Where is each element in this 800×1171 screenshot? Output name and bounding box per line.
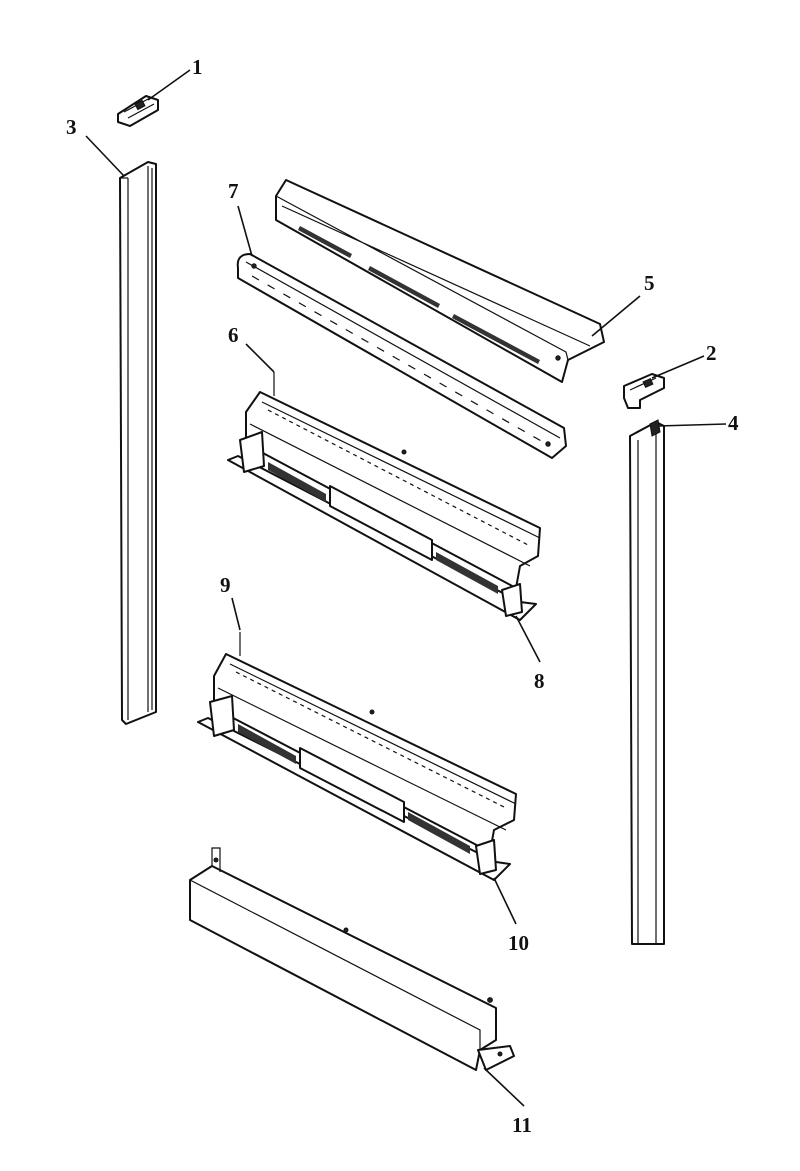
part-7-perforated-rail	[236, 253, 567, 459]
callout-5: 5	[644, 271, 655, 295]
leader-8	[515, 615, 541, 663]
part-6-8-upper-shelf-assembly	[227, 372, 541, 621]
leader-10	[493, 877, 517, 925]
callout-1: 1	[192, 55, 203, 79]
leader-2	[651, 355, 705, 379]
leader-5	[591, 295, 641, 337]
part-1-clip	[117, 95, 159, 127]
callout-labels: 1 2 3 4 5 6 7 8 9 10 11	[66, 55, 739, 1137]
callout-6: 6	[228, 323, 239, 347]
leader-lines	[85, 69, 727, 1107]
callout-10: 10	[508, 931, 529, 955]
leader-11	[483, 1067, 525, 1107]
callout-4: 4	[728, 411, 739, 435]
callout-9: 9	[220, 573, 231, 597]
leader-1	[147, 69, 191, 101]
leader-7	[237, 205, 253, 257]
part-4-right-trim-strip	[629, 419, 665, 945]
leader-4	[657, 423, 727, 427]
leader-6	[245, 343, 275, 373]
callout-3: 3	[66, 115, 77, 139]
part-11-bottom-channel	[189, 847, 515, 1071]
part-3-left-trim-strip	[119, 161, 157, 725]
part-5-top-channel	[275, 179, 605, 383]
callout-2: 2	[706, 341, 717, 365]
leader-3	[85, 135, 125, 177]
part-9-10-lower-shelf-assembly	[197, 632, 517, 881]
callout-8: 8	[534, 669, 545, 693]
part-2-clip	[623, 373, 665, 409]
callout-7: 7	[228, 179, 239, 203]
callout-11: 11	[512, 1113, 532, 1137]
leader-9	[231, 597, 241, 631]
